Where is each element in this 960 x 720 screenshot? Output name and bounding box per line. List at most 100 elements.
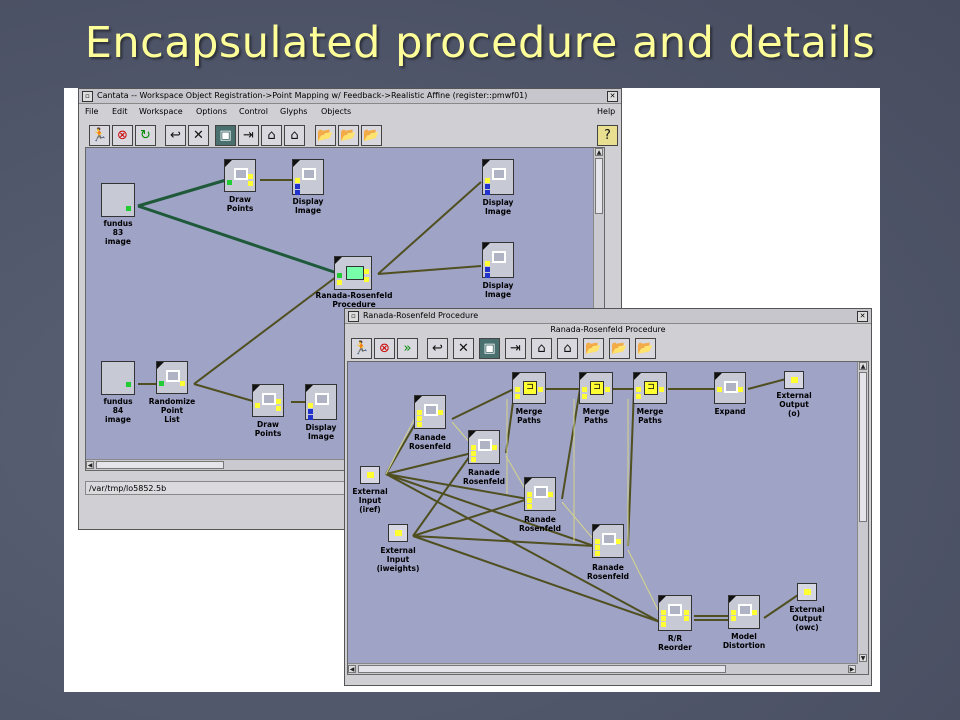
trash-full-icon[interactable]: ⌂	[284, 125, 305, 146]
label-merge3: Merge Paths	[636, 407, 664, 425]
status-path: /var/tmp/lo5852.5b	[89, 484, 167, 493]
close-button[interactable]: ✕	[607, 91, 618, 102]
glyph-randomize[interactable]	[156, 361, 188, 394]
sub-vertical-scroll-thumb[interactable]	[859, 372, 867, 522]
glyph-fundus83[interactable]	[101, 183, 135, 217]
control-links	[385, 399, 661, 615]
horizontal-scroll-thumb[interactable]	[96, 461, 224, 469]
glyph-ranada-rosenfeld-procedure[interactable]	[334, 256, 372, 290]
menu-options[interactable]: Options	[196, 107, 227, 116]
menu-edit[interactable]: Edit	[112, 107, 128, 116]
open-folder-icon[interactable]: 📂	[609, 338, 630, 359]
label-display-image-bottom: Display Image	[305, 423, 337, 441]
glyph-expand[interactable]	[714, 372, 746, 404]
sub-horizontal-scroll-thumb[interactable]	[358, 665, 726, 673]
slide-title: Encapsulated procedure and details	[84, 18, 876, 68]
open-folder-icon[interactable]: 📂	[338, 125, 359, 146]
step-icon[interactable]: ↻	[135, 125, 156, 146]
open-folder-icon[interactable]: 📂	[583, 338, 604, 359]
glyph-draw-points-bottom[interactable]	[252, 384, 284, 417]
main-titlebar: ▫ Cantata -- Workspace Object Registrati…	[79, 89, 621, 104]
glyph-merge1[interactable]: ⊐	[512, 372, 546, 404]
label-display-image-r1: Display Image	[482, 198, 514, 216]
delete-icon[interactable]: ✕	[453, 338, 474, 359]
label-fundus84: fundus 84 image	[103, 397, 133, 424]
label-rr3: Ranade Rosenfeld	[518, 515, 562, 533]
sub-vertical-scrollbar[interactable]: ▲ ▼	[857, 362, 868, 674]
label-rr-reorder: R/R Reorder	[658, 634, 692, 652]
help-icon[interactable]: ?	[597, 125, 618, 146]
sub-window-menu-button[interactable]: ▫	[348, 311, 359, 322]
undo-icon[interactable]: ↩	[165, 125, 186, 146]
glyph-ext-output-owc[interactable]	[797, 583, 817, 601]
menu-control[interactable]: Control	[239, 107, 268, 116]
glyph-display-image-r2[interactable]	[482, 242, 514, 278]
glyph-rr3[interactable]	[524, 477, 556, 511]
glyph-model-distortion[interactable]	[728, 595, 760, 629]
undo-icon[interactable]: ↩	[427, 338, 448, 359]
glyph-ext-input-iweights[interactable]	[388, 524, 408, 542]
sub-scroll-down-arrow[interactable]: ▼	[859, 654, 867, 662]
glyph-rr-reorder[interactable]	[658, 595, 692, 631]
window-menu-button[interactable]: ▫	[82, 91, 93, 102]
glyph-display-image-r1[interactable]	[482, 159, 514, 195]
label-rr4: Ranade Rosenfeld	[586, 563, 630, 581]
procedure-connections	[385, 378, 799, 623]
export-icon[interactable]: ⇥	[505, 338, 526, 359]
procedure-canvas[interactable]: ▲ ▼ ◀ ▶	[347, 361, 869, 675]
glyph-icon[interactable]: ▣	[215, 125, 236, 146]
label-merge2: Merge Paths	[582, 407, 610, 425]
run-icon[interactable]: 🏃	[89, 125, 110, 146]
run-icon[interactable]: 🏃	[351, 338, 372, 359]
glyph-rr4[interactable]	[592, 524, 624, 558]
export-icon[interactable]: ⇥	[238, 125, 259, 146]
yellow-links	[138, 179, 482, 403]
trash-icon[interactable]: ⌂	[531, 338, 552, 359]
menu-workspace[interactable]: Workspace	[139, 107, 183, 116]
label-fundus83: fundus 83 image	[103, 219, 133, 246]
menubar: File Edit Workspace Options Control Glyp…	[79, 105, 621, 119]
trash-full-icon[interactable]: ⌂	[557, 338, 578, 359]
sub-close-button[interactable]: ✕	[857, 311, 868, 322]
sub-scroll-right-arrow[interactable]: ▶	[848, 665, 856, 673]
sub-toolbar: 🏃 ⊗ » ↩ ✕ ▣ ⇥ ⌂ ⌂ 📂 📂 📂	[347, 337, 865, 361]
glyph-merge2[interactable]: ⊐	[579, 372, 613, 404]
glyph-merge3[interactable]: ⊐	[633, 372, 667, 404]
glyph-ext-input-iref[interactable]	[360, 466, 380, 484]
glyph-display-image-top[interactable]	[292, 159, 324, 195]
sub-subtitle-bar: Ranada-Rosenfeld Procedure	[345, 324, 871, 335]
label-expand: Expand	[714, 407, 746, 416]
open-folder-icon[interactable]: 📂	[315, 125, 336, 146]
scroll-up-arrow[interactable]: ▲	[595, 148, 603, 156]
sub-scroll-up-arrow[interactable]: ▲	[859, 362, 867, 370]
label-ext-input-iref: External Input (iref)	[352, 487, 388, 514]
glyph-display-image-bottom[interactable]	[305, 384, 337, 420]
sub-scroll-left-arrow[interactable]: ◀	[348, 665, 356, 673]
menu-objects[interactable]: Objects	[321, 107, 352, 116]
glyph-ext-output-o[interactable]	[784, 371, 804, 389]
menu-glyphs[interactable]: Glyphs	[280, 107, 308, 116]
save-folder-icon[interactable]: 📂	[635, 338, 656, 359]
stop-icon[interactable]: ⊗	[112, 125, 133, 146]
label-merge1: Merge Paths	[515, 407, 543, 425]
main-toolbar: 🏃 ⊗ ↻ ↩ ✕ ▣ ⇥ ⌂ ⌂ 📂 📂 📂 ?	[85, 124, 618, 148]
save-folder-icon[interactable]: 📂	[361, 125, 382, 146]
glyph-rr2[interactable]	[468, 430, 500, 464]
glyph-icon[interactable]: ▣	[479, 338, 500, 359]
stop-icon[interactable]: ⊗	[374, 338, 395, 359]
menu-file[interactable]: File	[85, 107, 99, 116]
label-randomize: Randomize Point List	[148, 397, 196, 424]
glyph-fundus84[interactable]	[101, 361, 135, 395]
scroll-left-arrow[interactable]: ◀	[86, 461, 94, 469]
horizontal-scrollbar[interactable]: ◀	[86, 459, 594, 470]
step-icon[interactable]: »	[397, 338, 418, 359]
label-draw-points-bottom: Draw Points	[254, 420, 282, 438]
delete-icon[interactable]: ✕	[188, 125, 209, 146]
label-display-image-r2: Display Image	[482, 281, 514, 299]
sub-horizontal-scrollbar[interactable]: ◀ ▶	[348, 663, 858, 674]
glyph-rr1[interactable]	[414, 395, 446, 429]
glyph-draw-points-top[interactable]	[224, 159, 256, 192]
trash-icon[interactable]: ⌂	[261, 125, 282, 146]
vertical-scroll-thumb[interactable]	[595, 158, 603, 214]
menu-help[interactable]: Help	[597, 107, 616, 116]
